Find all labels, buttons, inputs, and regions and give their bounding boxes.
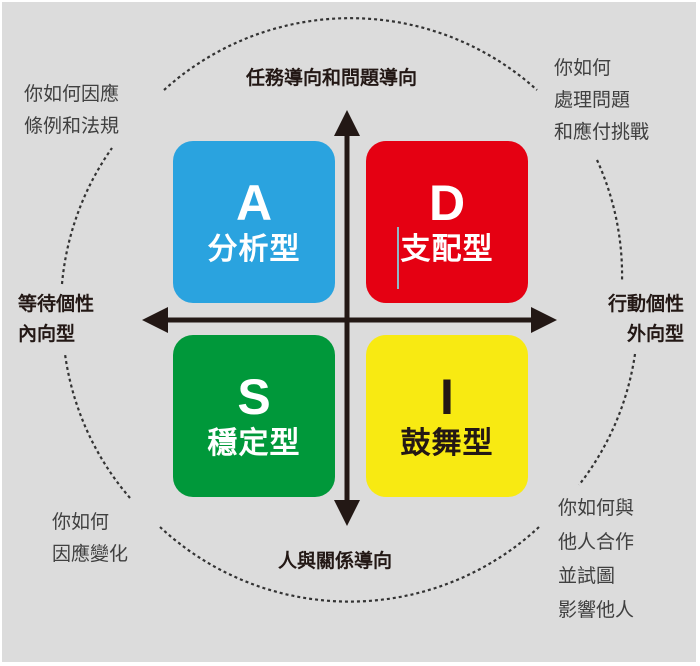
quadrant-letter: A [235,175,273,231]
corner-top-right-line1: 你如何 [554,57,612,79]
axis-label-top: 任務導向和問題導向 [246,67,418,89]
text-cursor-mark [396,227,399,289]
axis-label-left-line1: 等待個性 [18,293,95,315]
axis-label-left-line2: 內向型 [18,323,76,345]
quadrant-letter: S [237,369,271,425]
corner-top-right-line2: 處理問題 [554,89,631,111]
axis-label-right-line2: 外向型 [626,323,684,345]
quadrant-label-wrap: 支配型 [396,227,494,289]
corner-bottom-right-line2: 他人合作 [558,531,635,553]
quadrant-d-dominant: D 支配型 [366,141,528,303]
quadrant-label: 支配型 [400,232,494,267]
corner-bottom-left-line1: 你如何 [52,511,110,533]
corner-top-right-line3: 和應付挑戰 [554,121,650,143]
quadrant-a-analytical: A 分析型 [173,141,335,303]
quadrant-i-influence: I 鼓舞型 [366,335,528,497]
quadrant-letter: I [440,369,454,425]
corner-bottom-right-line1: 你如何與 [558,497,635,519]
corner-bottom-right-line4: 影響他人 [558,599,635,621]
corner-top-left-line2: 條例和法規 [24,115,120,137]
quadrant-label: 穩定型 [207,426,301,461]
quadrant-s-steady: S 穩定型 [173,335,335,497]
axis-label-right-line1: 行動個性 [607,293,684,315]
corner-top-left-line1: 你如何因應 [24,83,120,105]
axis-label-bottom: 人與關係導向 [278,550,393,572]
quadrant-label: 鼓舞型 [400,426,494,461]
quadrant-letter: D [428,175,466,231]
quadrant-label: 分析型 [207,232,301,267]
corner-bottom-right-line3: 並試圖 [558,565,616,587]
corner-bottom-left-line2: 因應變化 [52,543,129,565]
